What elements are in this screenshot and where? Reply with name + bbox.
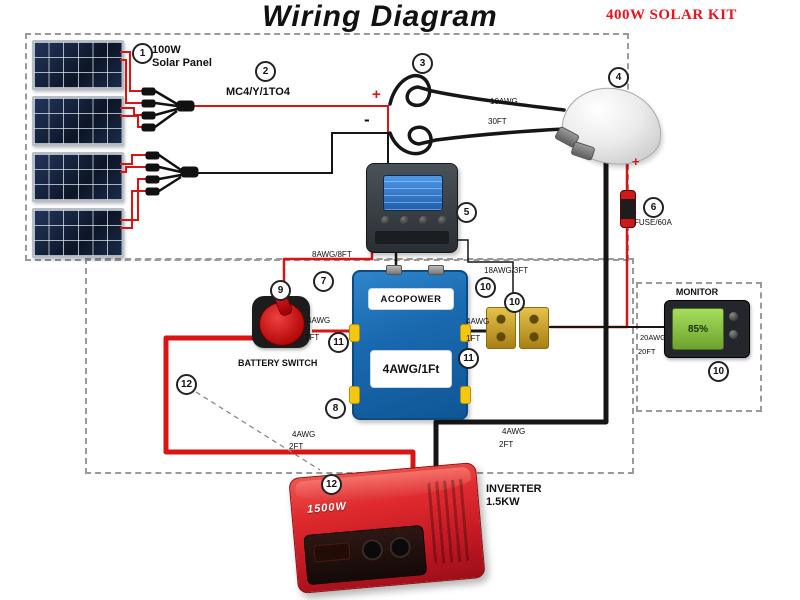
battery: ACOPOWER 4AWG/1Ft	[349, 265, 471, 420]
switch-wire-awg-label: 4AWG	[307, 316, 331, 325]
marker-11-busbar-wire: 11	[458, 348, 479, 369]
monitor-screen: 85%	[672, 308, 724, 350]
monitor-label: MONITOR	[675, 287, 719, 297]
solar-panel-label: 100W Solar Panel	[152, 44, 212, 69]
marker-11-switch-wire: 11	[328, 332, 349, 353]
pv-negative-sign: -	[364, 110, 370, 129]
inverter-display	[313, 542, 351, 563]
battery-handle-icon	[349, 386, 360, 404]
marker-6-fuse: 6	[643, 197, 664, 218]
battery-terminal-positive	[386, 265, 402, 275]
fuse-positive-sign: +	[632, 154, 640, 169]
busbar-wire-awg-label: 4AWG	[466, 317, 490, 326]
battery-monitor: 85%	[664, 300, 750, 358]
battery-switch	[252, 286, 310, 348]
marker-12-inverter-wire-b: 12	[321, 474, 342, 495]
marker-9-switch: 9	[270, 280, 291, 301]
inverter-negative-awg-label: 4AWG	[502, 427, 526, 436]
controller-button-icon	[419, 216, 428, 225]
bus-bar-negative	[519, 307, 549, 349]
battery-handle-icon	[460, 386, 471, 404]
inverter-positive-awg-label: 4AWG	[292, 430, 316, 439]
solar-panel-3	[32, 152, 124, 202]
page-title: Wiring Diagram	[262, 0, 498, 33]
battery-cable-label: 4AWG/1Ft	[370, 350, 452, 388]
marker-5-controller: 5	[456, 202, 477, 223]
controller-button-icon	[381, 216, 390, 225]
controller-busbar-wire-label: 18AWG/3FT	[484, 266, 529, 275]
inverter-positive-length-label: 2FT	[289, 442, 304, 451]
monitor-wire-awg-label: 20AWG	[640, 333, 666, 342]
controller-lcd	[383, 175, 443, 211]
battery-switch-label: BATTERY SWITCH	[238, 358, 318, 368]
pv-positive-sign: +	[372, 86, 381, 103]
charge-controller	[366, 163, 458, 253]
inverter-outlet-icon	[388, 536, 412, 559]
solar-panel-2	[32, 96, 124, 146]
controller-button-icon	[438, 216, 447, 225]
battery-terminal-negative	[428, 265, 444, 275]
marker-7-battery-wire: 7	[313, 271, 334, 292]
monitor-button-icon	[729, 330, 738, 339]
marker-1-solar-panel: 1	[132, 43, 153, 64]
marker-4-gland: 4	[608, 67, 629, 88]
inverter: 1500W	[288, 462, 486, 594]
marker-8-battery: 8	[325, 398, 346, 419]
kit-label: 400W SOLAR KIT	[606, 7, 737, 23]
controller-button-icon	[400, 216, 409, 225]
marker-3-cable: 3	[412, 53, 433, 74]
mc4-label: MC4/Y/1TO4	[226, 86, 290, 98]
marker-2-mc4: 2	[255, 61, 276, 82]
marker-12-inverter-wire-a: 12	[176, 374, 197, 395]
cable-awg-label: 10AWG	[490, 97, 518, 106]
solar-panel-4	[32, 208, 124, 258]
battery-handle-icon	[349, 324, 360, 342]
inverter-label: INVERTER 1.5KW	[486, 483, 542, 508]
solar-panel-1	[32, 40, 124, 90]
fuse-label: FUSE/60A	[634, 218, 672, 227]
monitor-group-box	[636, 282, 762, 412]
bus-bar-positive	[486, 307, 516, 349]
inverter-negative-length-label: 2FT	[499, 440, 514, 449]
monitor-button-icon	[729, 312, 738, 321]
controller-battery-wire-label: 8AWG/8FT	[312, 250, 352, 259]
inverter-vents-icon	[427, 478, 475, 565]
busbar-wire-length-label: 1FT	[466, 334, 481, 343]
battery-brand-label: ACOPOWER	[368, 288, 454, 310]
inverter-outlet-icon	[360, 538, 384, 562]
marker-10-busbar-a: 10	[475, 277, 496, 298]
marker-10-busbar-b: 10	[504, 292, 525, 313]
inverter-front-panel	[303, 524, 428, 586]
marker-10-monitor: 10	[708, 361, 729, 382]
switch-wire-length-label: 1FT	[305, 333, 320, 342]
controller-label-band	[375, 231, 449, 244]
monitor-wire-length-label: 20FT	[638, 347, 656, 356]
cable-length-label: 30FT	[488, 117, 507, 126]
